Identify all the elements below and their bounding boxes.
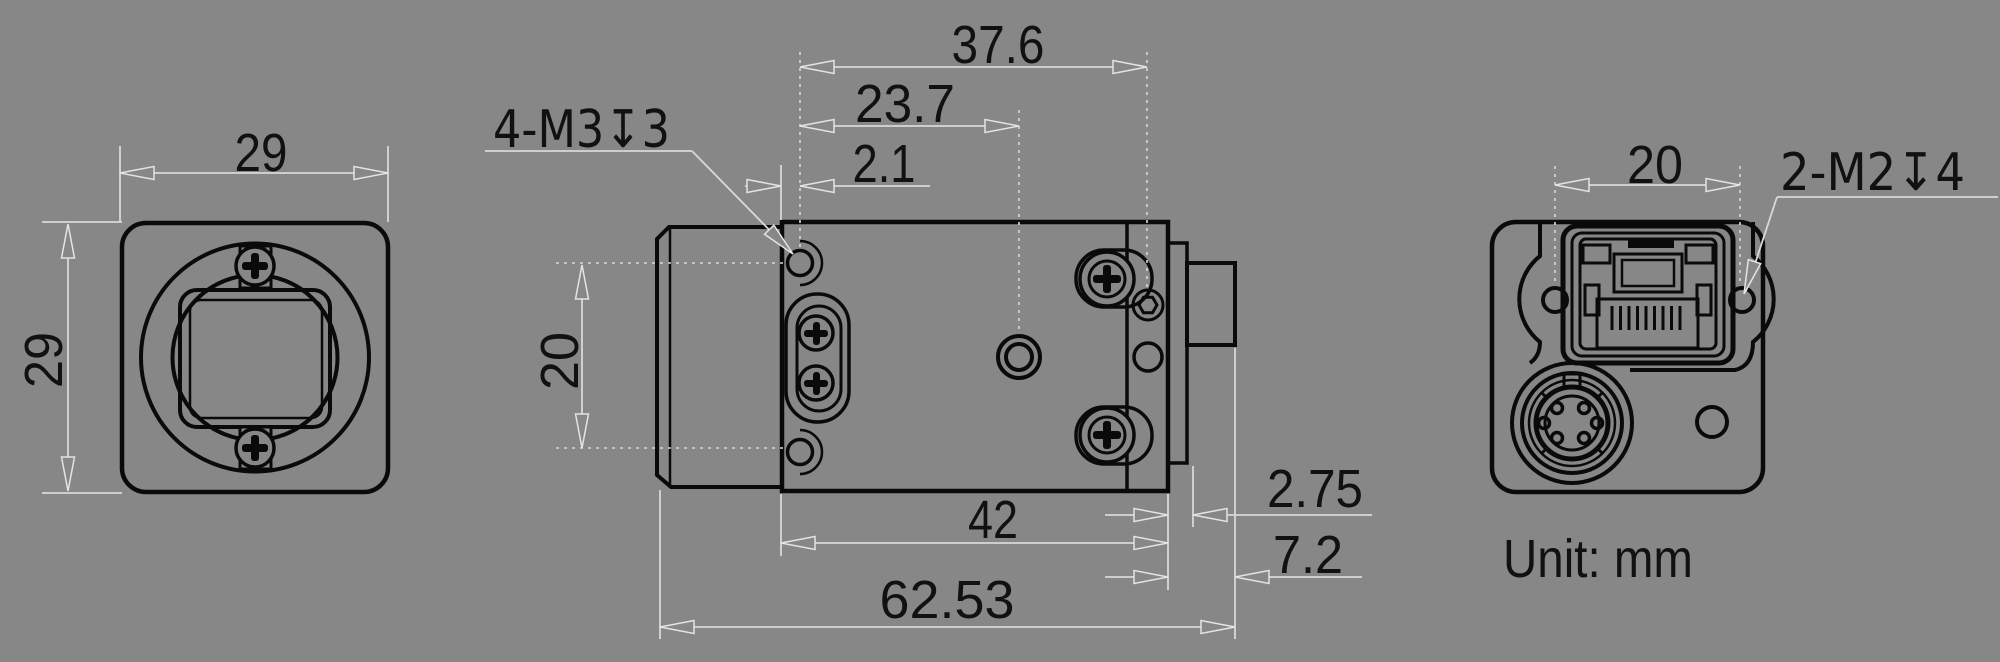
front-body-outline — [119, 220, 391, 495]
arrowhead — [1200, 619, 1236, 635]
connector-keyway — [1562, 372, 1582, 389]
m3-hole-top — [785, 248, 815, 278]
arrowhead — [1112, 59, 1148, 75]
dim-side-overall-length: 62.53 — [880, 570, 1015, 630]
sensor-window-inner — [188, 298, 324, 420]
rj45-pin-comb — [1610, 306, 1682, 330]
arrowhead — [1554, 177, 1590, 193]
arrowhead — [1705, 177, 1741, 193]
arrowhead — [1234, 569, 1270, 585]
dimension-lines — [42, 52, 1998, 639]
rear-screw-recess-top — [1074, 248, 1154, 309]
phillips-cross-v — [813, 372, 820, 395]
dim-front-height: 29 — [14, 332, 74, 388]
hex-screw-icon — [1131, 288, 1165, 322]
arrowhead — [780, 535, 816, 551]
rj45-opening — [1595, 297, 1700, 350]
leader-arrowhead — [1743, 258, 1762, 295]
phillips-cross-v — [251, 435, 259, 461]
phillips-cross-v — [251, 253, 259, 279]
arrowhead — [353, 165, 389, 181]
front-slot-inner — [795, 304, 843, 413]
dim-side-37-6: 37.6 — [952, 15, 1045, 75]
tripod-hole-outer — [996, 334, 1042, 380]
front-view — [119, 220, 391, 495]
arrowhead — [1133, 535, 1169, 551]
dim-side-connector: 7.2 — [1273, 525, 1343, 585]
dim-side-2-1: 2.1 — [853, 134, 916, 194]
label-side-thread: 4-M3↧3 — [493, 100, 670, 160]
lens-mount-outer-ring — [139, 241, 371, 474]
arrowhead — [984, 118, 1020, 134]
connector-key-ticks — [1539, 390, 1605, 456]
m3-hole-bottom — [785, 437, 815, 467]
dimension-labels: 29 29 37.6 23.7 2.1 20 42 62.53 2.75 7.2… — [14, 15, 1965, 630]
arrowhead — [659, 619, 695, 635]
arrowhead — [574, 264, 590, 300]
hex-socket — [1137, 295, 1159, 315]
connector-face — [1543, 394, 1601, 452]
arrowhead — [799, 59, 835, 75]
arrowhead — [1133, 507, 1169, 523]
plate-scallop-right — [1630, 222, 1776, 372]
dimension-arrows — [60, 59, 1762, 635]
leader-arrowhead — [763, 223, 794, 255]
phillips-cross-v — [813, 322, 820, 345]
phillips-cross-v — [1103, 421, 1111, 449]
phillips-cross-v — [1103, 265, 1111, 293]
tripod-hole-inner — [1004, 342, 1034, 372]
screw-head-ring — [1087, 415, 1127, 455]
dim-side-hole-spacing: 20 — [530, 332, 590, 390]
connector-ring-1 — [1510, 361, 1634, 485]
rj45-latch-outer — [1612, 252, 1684, 294]
power-io-connector — [1510, 361, 1634, 485]
connector-ring-3 — [1527, 378, 1617, 468]
connector-pins — [1536, 400, 1605, 446]
m2-hole-right — [1728, 286, 1756, 314]
rear-view — [1489, 219, 1776, 495]
m2-hole-left — [1541, 286, 1569, 314]
dim-side-23-7: 23.7 — [855, 74, 955, 134]
arrowhead — [1192, 507, 1228, 523]
side-view — [655, 219, 1237, 494]
unit-note: Unit: mm — [1503, 529, 1693, 589]
arrowhead — [60, 223, 76, 259]
screw-head-ring — [1087, 259, 1127, 299]
arrowhead — [799, 178, 835, 194]
arrowhead — [799, 118, 835, 134]
dim-side-rear-plate: 2.75 — [1267, 459, 1363, 519]
rear-small-hole — [1695, 405, 1729, 439]
dim-side-body-length: 42 — [968, 490, 1018, 550]
rj45-top-bar — [1628, 238, 1674, 248]
arrowhead — [119, 165, 155, 181]
front-slot-outer — [784, 292, 851, 424]
label-rear-thread: 2-M2↧4 — [1780, 143, 1965, 203]
rj45-latch-inner — [1620, 258, 1676, 288]
plate-scallop-left — [1517, 222, 1543, 365]
rear-flange — [1166, 241, 1189, 465]
connector-block — [1185, 261, 1237, 347]
rj45-step-right — [1684, 243, 1715, 265]
rear-plate-hole — [1132, 341, 1164, 373]
arrowhead — [746, 178, 782, 194]
rear-screw-recess-bottom — [1074, 405, 1154, 466]
rj45-bezel-inner — [1570, 231, 1726, 358]
hole-relief-arc — [799, 239, 824, 287]
arrowhead — [60, 456, 76, 492]
rear-body-outline — [1489, 219, 1766, 495]
hole-relief-arc — [799, 428, 824, 476]
dim-rear-hole-spacing: 20 — [1627, 135, 1683, 195]
rj45-step-left — [1581, 243, 1612, 265]
arrowhead — [1133, 569, 1169, 585]
arrowhead — [574, 413, 590, 449]
dim-front-width: 29 — [235, 123, 288, 183]
